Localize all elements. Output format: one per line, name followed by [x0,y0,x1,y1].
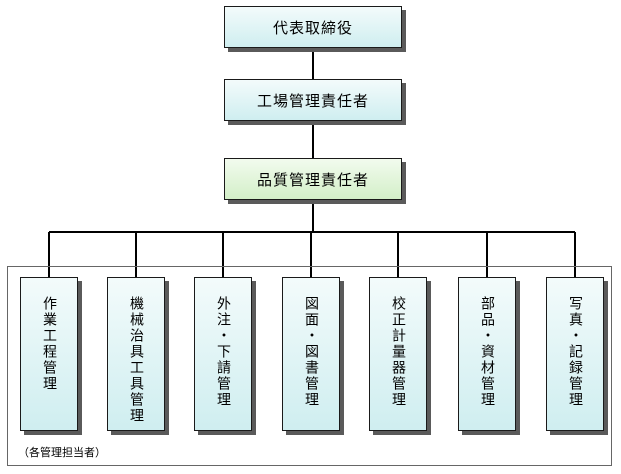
ceo-box: 代表取締役 [224,6,402,48]
department-label: 外注・下請管理 [215,296,231,408]
department-box-calibration-gauges: 校正計量器管理 [369,277,427,431]
ceo-label: 代表取締役 [272,18,353,37]
department-label: 図面・図書管理 [303,296,319,408]
quality-manager-label: 品質管理責任者 [256,170,369,189]
quality-manager-box: 品質管理責任者 [224,158,402,200]
department-box-photos-records: 写真・記録管理 [546,277,604,431]
department-label: 機械治具工具管理 [128,296,144,424]
department-box-outsourcing: 外注・下請管理 [194,277,252,431]
group-caption: （各管理担当者） [18,446,106,459]
department-box-work-process: 作業工程管理 [20,277,78,431]
department-label: 写真・記録管理 [567,296,583,408]
department-label: 校正計量器管理 [390,296,406,408]
department-label: 作業工程管理 [41,296,57,392]
factory-manager-box: 工場管理責任者 [224,79,402,121]
department-box-machine-jig-tools: 機械治具工具管理 [107,277,165,431]
department-box-drawings-documents: 図面・図書管理 [282,277,340,431]
factory-manager-label: 工場管理責任者 [256,91,369,110]
department-group-frame [7,266,612,466]
department-box-parts-materials: 部品・資材管理 [458,277,516,431]
department-label: 部品・資材管理 [479,296,495,408]
